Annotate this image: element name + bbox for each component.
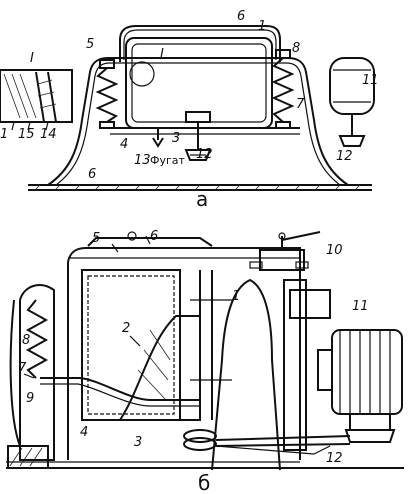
motor-11	[329, 57, 375, 147]
label-12-b: 12	[326, 451, 343, 466]
output-label: Фугат	[150, 154, 185, 167]
lid-6	[119, 25, 281, 62]
label-7-a: 7	[296, 97, 305, 112]
caption-b: б	[198, 471, 210, 494]
right-column	[283, 279, 307, 451]
label-1-inset: 1	[0, 127, 8, 142]
label-12-a-motor: 12	[336, 149, 353, 164]
label-14-a: 14	[40, 127, 57, 142]
label-7-b: 7	[18, 361, 27, 376]
caption-a: а	[196, 187, 208, 211]
detail-circle-marker	[129, 61, 155, 87]
label-1-a: 1	[258, 19, 266, 34]
leader-lines-b	[23, 235, 331, 455]
cone-hub-2	[118, 315, 201, 421]
shaft-pulley-12	[184, 111, 212, 161]
label-5-b: 5	[92, 231, 100, 246]
label-11-b: 11	[352, 299, 369, 314]
lid-b	[87, 237, 213, 247]
label-5-a: 5	[86, 37, 94, 52]
label-lid: 6	[237, 9, 245, 24]
detail-marker-label: I	[160, 47, 164, 62]
label-8-a: 8	[292, 41, 300, 56]
label-4-b: 4	[80, 425, 88, 440]
ground-a	[28, 184, 372, 191]
inset-detail	[0, 69, 73, 131]
label-11-a: 11	[362, 73, 379, 88]
motor-b-11	[317, 329, 403, 443]
pulleys-12	[183, 429, 351, 451]
label-6-b: 6	[150, 229, 158, 244]
frame-arm-4	[40, 377, 200, 401]
label-9-b: 9	[26, 391, 34, 406]
label-9-a: 6	[88, 167, 96, 182]
label-15-a: 15	[18, 127, 35, 142]
spring-column-b	[9, 284, 55, 461]
label-13-a: 13	[134, 153, 151, 168]
central-body	[211, 278, 281, 471]
label-12-a: 12	[196, 147, 213, 162]
top-mechanism-10	[249, 231, 321, 271]
inset-label: I	[30, 51, 34, 66]
diagram-b: 5 6 10 11 2 8 7 9 4 3 1 12 б	[6, 229, 404, 494]
label-10-b: 10	[326, 243, 343, 258]
label-1-b: 1	[232, 289, 240, 304]
drain-13	[152, 128, 164, 148]
outer-casing-9	[47, 57, 349, 186]
label-4-a: 4	[120, 137, 128, 152]
label-3-a: 3	[172, 131, 180, 146]
label-2-b: 2	[122, 321, 130, 336]
label-8-b: 8	[22, 333, 30, 348]
label-3-b: 3	[134, 435, 142, 450]
diagram-a: I I 12 6 5 1 8 11 7 4 3 12 12 13 Фугат 6…	[0, 9, 379, 211]
ground-b	[6, 445, 404, 469]
